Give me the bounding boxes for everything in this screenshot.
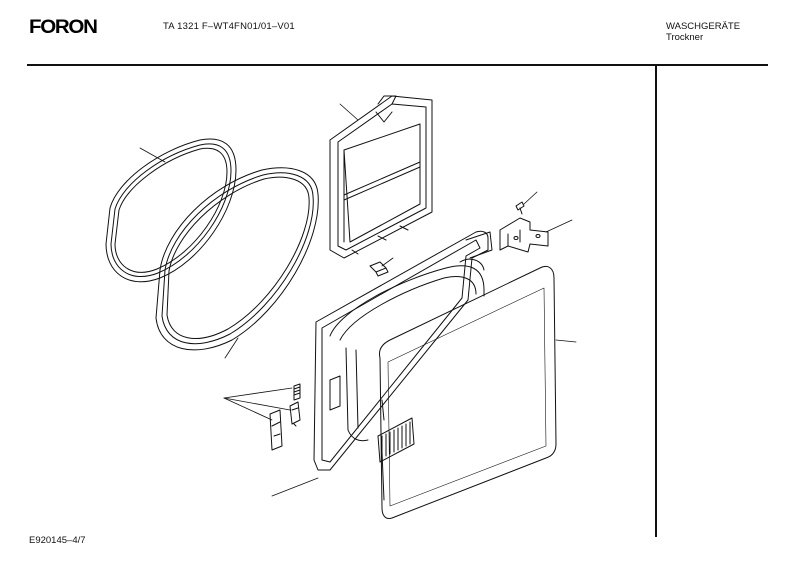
- header-divider: [27, 64, 768, 66]
- door-gasket-outer: [106, 139, 236, 282]
- model-number: TA 1321 F–WT4FN01/01–V01: [163, 21, 295, 32]
- small-plug: [370, 262, 388, 276]
- door-gasket-inner: [156, 168, 318, 350]
- door-frame: [314, 231, 492, 470]
- door-panel: [379, 266, 556, 518]
- brand-logo: FORON: [29, 17, 98, 38]
- document-number: E920145–4/7: [29, 535, 86, 546]
- side-divider: [655, 65, 657, 537]
- hinge-screw: [516, 202, 524, 214]
- door-hinge: [500, 218, 548, 252]
- vent-grille: [378, 418, 414, 462]
- lint-filter: [330, 96, 432, 258]
- door-latch-parts: [270, 384, 300, 450]
- product-category: WASCHGERÄTE Trockner: [666, 21, 740, 43]
- category-sub: Trockner: [666, 32, 704, 43]
- leader-lines: [140, 104, 576, 496]
- category-main: WASCHGERÄTE: [666, 21, 741, 32]
